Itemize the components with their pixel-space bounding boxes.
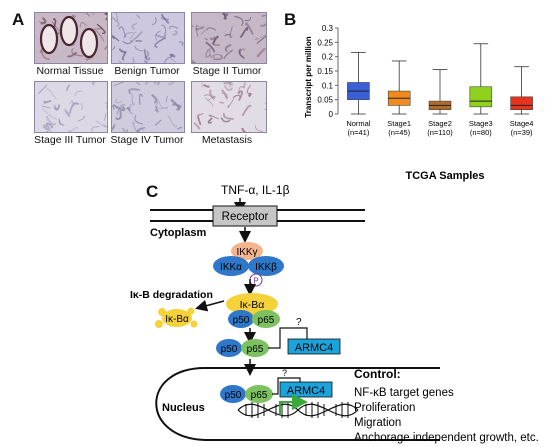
tissue-image-3	[191, 12, 267, 64]
armc4-label: ARMC4	[295, 342, 334, 354]
receptor-box	[212, 205, 278, 227]
tissue-image-5	[111, 81, 185, 133]
x-tick-count-normal: (n=41)	[347, 128, 369, 137]
box-rect	[469, 86, 493, 108]
box-stage3	[469, 43, 493, 115]
y-tick-label-0: 0	[329, 110, 334, 119]
ikka-label: IKKα	[220, 262, 242, 273]
degradation-arrow	[195, 299, 225, 312]
ikkg-label: IKKγ	[236, 247, 257, 258]
panel-b-label: B	[284, 10, 297, 29]
p65-nuclear-shape	[245, 385, 273, 403]
degraded-ikba-label: Iκ-Bα	[165, 314, 189, 325]
tissue-image-4	[34, 81, 108, 133]
ikkb-label: IKKβ	[255, 262, 277, 273]
p50-cyto-shape	[228, 310, 254, 328]
stimulus-label: TNF-α, IL-1β	[221, 183, 290, 197]
p65-cyto-shape	[252, 310, 280, 328]
tissue-image-1	[34, 12, 108, 64]
p50-cyto-label: p50	[233, 315, 250, 326]
tissue-label-1: Normal Tissue	[36, 65, 104, 77]
y-tick-label-2: 0.1	[322, 81, 334, 90]
x-tick-label-stage4: Stage4	[510, 119, 534, 128]
p65-free-shape	[241, 339, 269, 357]
x-tick-label-stage1: Stage1	[387, 119, 411, 128]
ikba-shape	[226, 293, 278, 315]
tissue-image-2	[111, 12, 185, 64]
p50-free-shape	[216, 339, 242, 357]
panel-c-label: C	[146, 182, 159, 201]
tissue-label-4: Stage III Tumor	[34, 134, 106, 146]
x-tick-count-stage1: (n=45)	[388, 128, 410, 137]
p50-nuclear-shape	[220, 385, 246, 403]
ikba-fragment-2	[155, 320, 163, 328]
ikkb-shape	[248, 256, 284, 276]
p50-nuclear-label: p50	[225, 390, 242, 401]
phosphate-label: P	[253, 277, 258, 286]
x-tick-count-stage4: (n=39)	[511, 128, 533, 137]
y-tick-label-6: 0.3	[322, 24, 334, 33]
box-plot-chart: 0 0.05 0.1 0.15 0.2 0.25 0.3 Normal(n=41) Stage…	[304, 24, 534, 182]
receptor-label: Receptor	[222, 211, 269, 223]
armc4-nuclear-label: ARMC4	[287, 385, 326, 397]
control-item-1: NF-κB target genes	[354, 387, 454, 399]
cytoplasm-label: Cytoplasm	[150, 227, 206, 239]
ikkg-shape	[231, 242, 263, 260]
panel-a-label: A	[12, 10, 25, 29]
control-item-3: Migration	[354, 417, 401, 429]
x-tick-count-stage3: (n=80)	[470, 128, 492, 137]
tissue-label-2: Benign Tumor	[114, 65, 180, 77]
control-title: Control:	[354, 367, 401, 381]
x-tick-label-stage3: Stage3	[469, 119, 493, 128]
nuclear-regulation-bracket	[272, 377, 301, 395]
control-item-4: Anchorage independent growth, etc.	[354, 432, 539, 444]
ikka-shape	[213, 256, 249, 276]
ikba-fragment-3	[187, 307, 195, 315]
regulation-question: ?	[296, 317, 302, 328]
box-stage4	[510, 66, 533, 115]
y-axis-label: Transcript per million	[304, 36, 313, 117]
degradation-label: Iκ-B degradation	[130, 289, 213, 301]
box-stage2	[428, 69, 452, 115]
control-item-2: Proliferation	[354, 402, 415, 414]
tissue-label-3: Stage II Tumor	[192, 65, 262, 77]
p50-free-label: p50	[221, 344, 238, 355]
box-normal	[347, 51, 370, 115]
p65-nuclear-label: p65	[251, 390, 268, 401]
x-tick-label-normal: Normal	[346, 119, 371, 128]
y-tick-label-5: 0.25	[317, 38, 333, 47]
x-tick-label-stage2: Stage2	[428, 119, 452, 128]
nucleus-label: Nucleus	[162, 402, 205, 414]
y-tick-label-1: 0.05	[317, 96, 333, 105]
dna-helix	[237, 402, 359, 418]
degraded-ikba-shape	[162, 309, 192, 327]
tissue-image-6	[191, 81, 267, 133]
nuclear-envelope	[155, 367, 440, 441]
box-rect	[510, 96, 533, 111]
transcription-arrow	[279, 394, 308, 414]
armc4-box	[287, 338, 341, 355]
x-axis-label: TCGA Samples	[405, 170, 484, 182]
box-stage1	[387, 60, 411, 115]
p65-free-label: p65	[247, 344, 264, 355]
ikba-fragment-4	[190, 320, 198, 328]
y-tick-label-3: 0.15	[317, 67, 333, 76]
x-tick-count-stage2: (n=110)	[427, 128, 453, 137]
ikba-label: Iκ-Bα	[240, 299, 265, 311]
nuclear-regulation-question: ?	[282, 368, 287, 378]
nfkb-pathway-diagram: TNF-α, IL-1β Receptor Cytoplasm IKKγ IKK…	[130, 183, 539, 444]
p65-cyto-label: p65	[258, 315, 275, 326]
y-tick-label-4: 0.2	[322, 53, 334, 62]
tissue-label-6: Metastasis	[201, 134, 253, 146]
armc4-regulation-bracket	[268, 327, 308, 349]
tissue-label-5: Stage IV Tumor	[110, 134, 184, 146]
